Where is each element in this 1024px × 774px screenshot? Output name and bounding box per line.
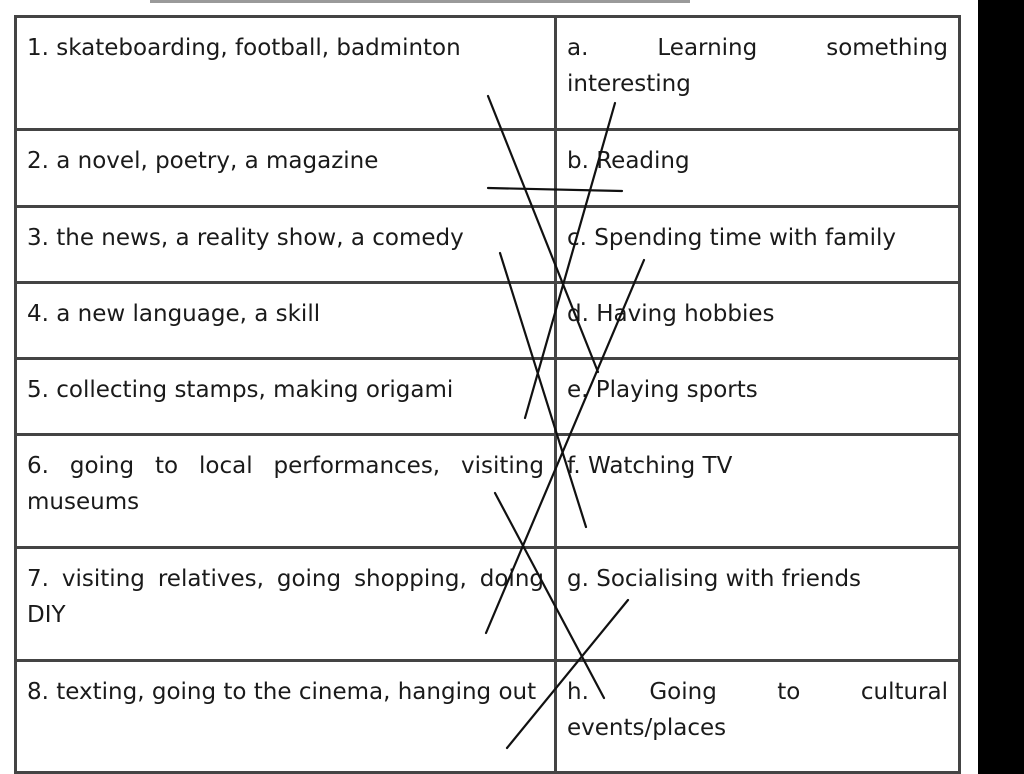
table-row: 6. going to local performances, visiting…	[14, 433, 961, 549]
table-row: 8. texting, going to the cinema, hanging…	[14, 659, 961, 774]
activities-cell: 2. a novel, poetry, a magazine	[14, 128, 557, 208]
matching-table: 1. skateboarding, football, badminton a.…	[14, 15, 961, 774]
table-row: 5. collecting stamps, making origami e. …	[14, 357, 961, 436]
category-cell: d. Having hobbies	[554, 281, 961, 360]
activities-cell: 4. a new language, a skill	[14, 281, 557, 360]
table-row: 2. a novel, poetry, a magazine b. Readin…	[14, 128, 961, 208]
activities-cell: 6. going to local performances, visiting…	[14, 433, 557, 549]
table-row: 1. skateboarding, football, badminton a.…	[14, 15, 961, 131]
category-cell: b. Reading	[554, 128, 961, 208]
table-row: 3. the news, a reality show, a comedy c.…	[14, 205, 961, 284]
category-cell: e. Playing sports	[554, 357, 961, 436]
category-cell: c. Spending time with family	[554, 205, 961, 284]
activities-cell: 5. collecting stamps, making origami	[14, 357, 557, 436]
category-cell: f. Watching TV	[554, 433, 961, 549]
category-cell: h. Going to cultural events/places	[554, 659, 961, 774]
activities-cell: 1. skateboarding, football, badminton	[14, 15, 557, 131]
cropped-top-edge	[150, 0, 690, 3]
black-margin-bar	[978, 0, 1024, 774]
table-row: 7. visiting relatives, going shopping, d…	[14, 546, 961, 662]
activities-cell: 3. the news, a reality show, a comedy	[14, 205, 557, 284]
activities-cell: 7. visiting relatives, going shopping, d…	[14, 546, 557, 662]
category-cell: g. Socialising with friends	[554, 546, 961, 662]
category-cell: a. Learning something interesting	[554, 15, 961, 131]
activities-cell: 8. texting, going to the cinema, hanging…	[14, 659, 557, 774]
table-row: 4. a new language, a skill d. Having hob…	[14, 281, 961, 360]
